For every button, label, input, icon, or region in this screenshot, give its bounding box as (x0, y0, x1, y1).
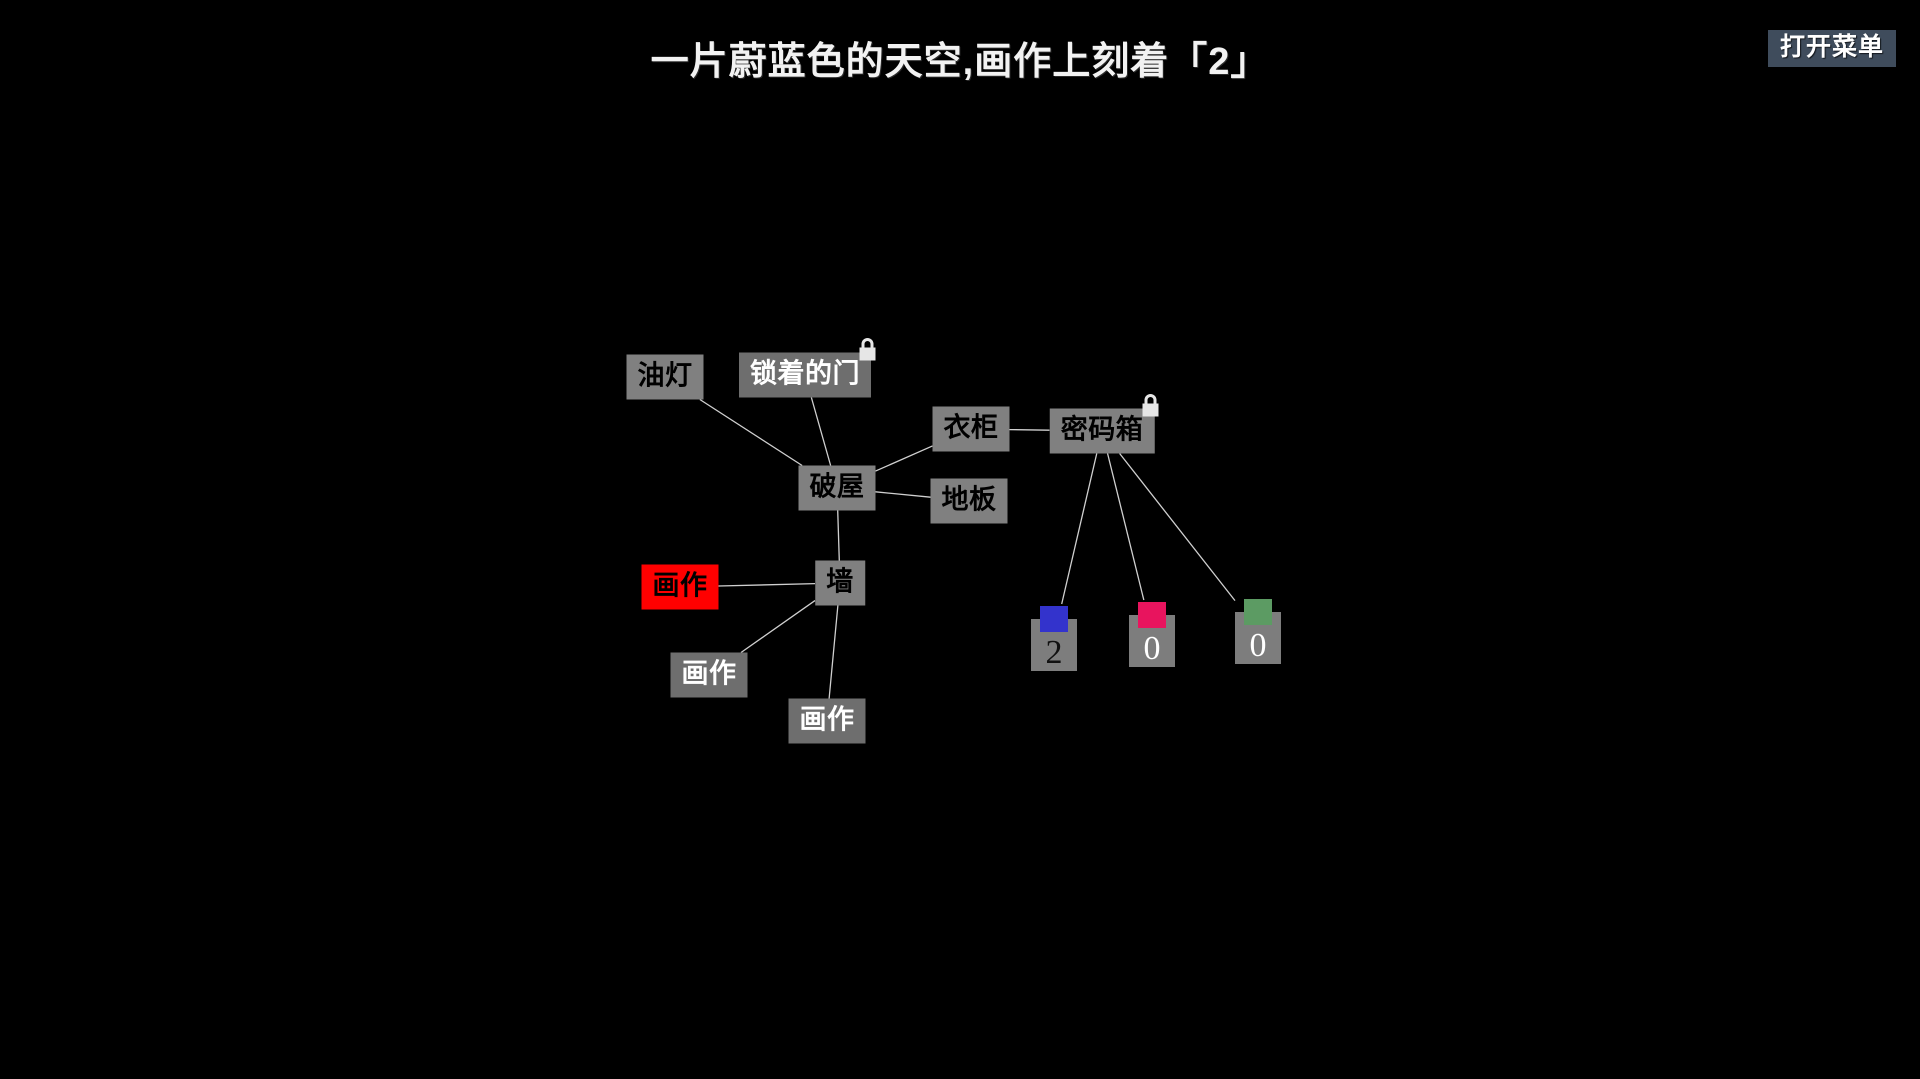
node-floor[interactable]: 地板 (930, 478, 1008, 524)
node-wardrobe[interactable]: 衣柜 (932, 406, 1010, 452)
dial-color-swatch (1244, 599, 1272, 625)
node-label: 锁着的门 (750, 358, 860, 389)
node-ruined-house[interactable]: 破屋 (798, 465, 876, 511)
dial-color-swatch (1040, 606, 1068, 632)
dial-color-swatch (1138, 602, 1166, 628)
dial-blue[interactable]: 2 (1031, 606, 1077, 671)
dial-green[interactable]: 0 (1235, 599, 1281, 664)
node-locked-door[interactable]: 锁着的门 (739, 352, 871, 398)
open-menu-button[interactable]: 打开菜单 (1767, 30, 1896, 67)
node-label: 画作 (652, 570, 708, 601)
dial-digit: 0 (1143, 630, 1161, 667)
node-label: 画作 (799, 704, 855, 735)
dial-digit: 2 (1045, 634, 1063, 671)
node-label: 画作 (681, 658, 737, 689)
node-label: 墙 (826, 566, 854, 597)
dial-pink[interactable]: 0 (1129, 602, 1175, 667)
node-painting-3[interactable]: 画作 (788, 698, 866, 744)
node-painting-active[interactable]: 画作 (641, 564, 719, 610)
node-label: 破屋 (809, 471, 865, 502)
node-oil-lamp[interactable]: 油灯 (626, 354, 704, 400)
node-combination-box[interactable]: 密码箱 (1049, 408, 1155, 454)
node-wall[interactable]: 墙 (815, 560, 865, 606)
node-label: 衣柜 (943, 412, 999, 443)
node-painting-2[interactable]: 画作 (670, 652, 748, 698)
node-label: 油灯 (637, 360, 693, 391)
node-label: 地板 (941, 484, 997, 515)
node-label: 密码箱 (1060, 414, 1144, 445)
dial-digit: 0 (1249, 627, 1267, 664)
